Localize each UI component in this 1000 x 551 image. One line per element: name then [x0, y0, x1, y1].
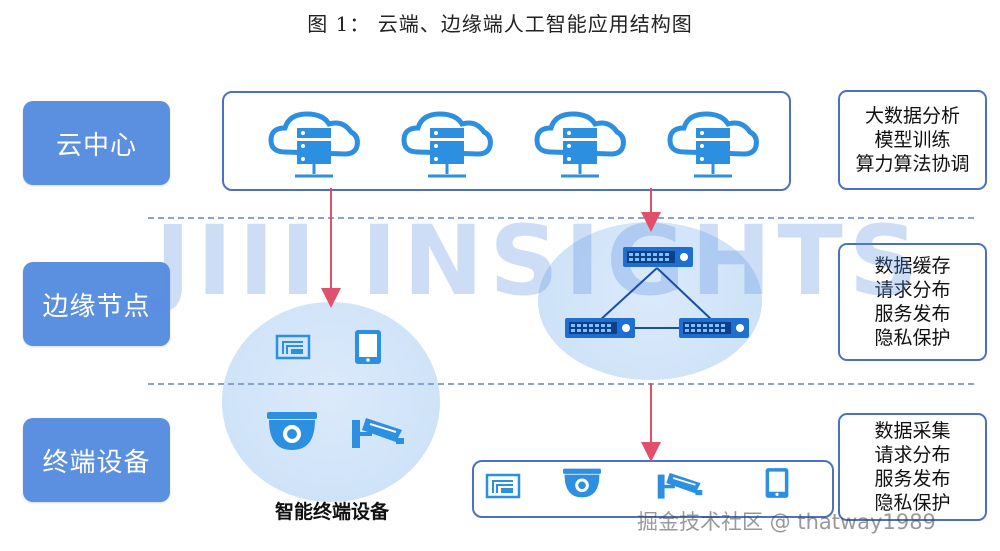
network-switch-icon [623, 247, 693, 267]
cloud-server-icon [401, 111, 493, 178]
cloud-server-icon [268, 111, 360, 178]
dome-camera-icon [267, 412, 317, 450]
terminal-functions-box: 数据采集 请求分布 服务发布 隐私保护 [838, 413, 987, 521]
layer-label-terminal: 终端设备 [23, 418, 170, 502]
terminal-function-item: 隐私保护 [874, 492, 951, 514]
cloud-server-icon [534, 111, 626, 178]
cloud-function-item: 算力算法协调 [855, 153, 970, 175]
layer-label-cloud: 云中心 [23, 101, 170, 185]
terminal-caption: 智能终端设备 [274, 501, 389, 523]
signal-device-icon [485, 473, 521, 499]
separator-edge-terminal [148, 383, 974, 385]
dome-camera-icon [563, 468, 601, 498]
edge-function-item: 隐私保护 [874, 327, 951, 349]
cloud-server-icon [667, 111, 759, 178]
credit-watermark: 掘金技术社区 @ thatway1989 [637, 510, 936, 534]
terminal-function-item: 请求分布 [874, 444, 951, 466]
network-link [597, 267, 658, 323]
tablet-icon [355, 330, 381, 364]
figure-title: 图 1： 云端、边缘端人工智能应用结构图 [307, 12, 693, 36]
security-camera-icon [352, 418, 404, 448]
cloud-function-item: 模型训练 [874, 129, 951, 151]
edge-function-item: 数据缓存 [874, 255, 951, 277]
edge-function-item: 服务发布 [874, 303, 951, 325]
separator-cloud-edge [148, 217, 974, 219]
terminal-function-item: 数据采集 [874, 420, 951, 442]
terminal-device-cluster [222, 302, 440, 502]
tablet-icon [765, 468, 789, 498]
edge-functions-box: 数据缓存 请求分布 服务发布 隐私保护 [838, 243, 987, 361]
network-link [656, 267, 715, 323]
edge-function-item: 请求分布 [874, 279, 951, 301]
cloud-functions-box: 大数据分析 模型训练 算力算法协调 [838, 90, 987, 190]
terminal-function-item: 服务发布 [874, 468, 951, 490]
network-switch-icon [565, 318, 635, 338]
watermark-logo: JIII INSIGHTS [155, 205, 924, 317]
security-camera-icon [657, 472, 703, 499]
cloud-function-item: 大数据分析 [864, 105, 960, 127]
layer-label-edge: 边缘节点 [23, 262, 170, 346]
signal-device-icon [275, 334, 311, 360]
network-switch-icon [679, 318, 749, 338]
